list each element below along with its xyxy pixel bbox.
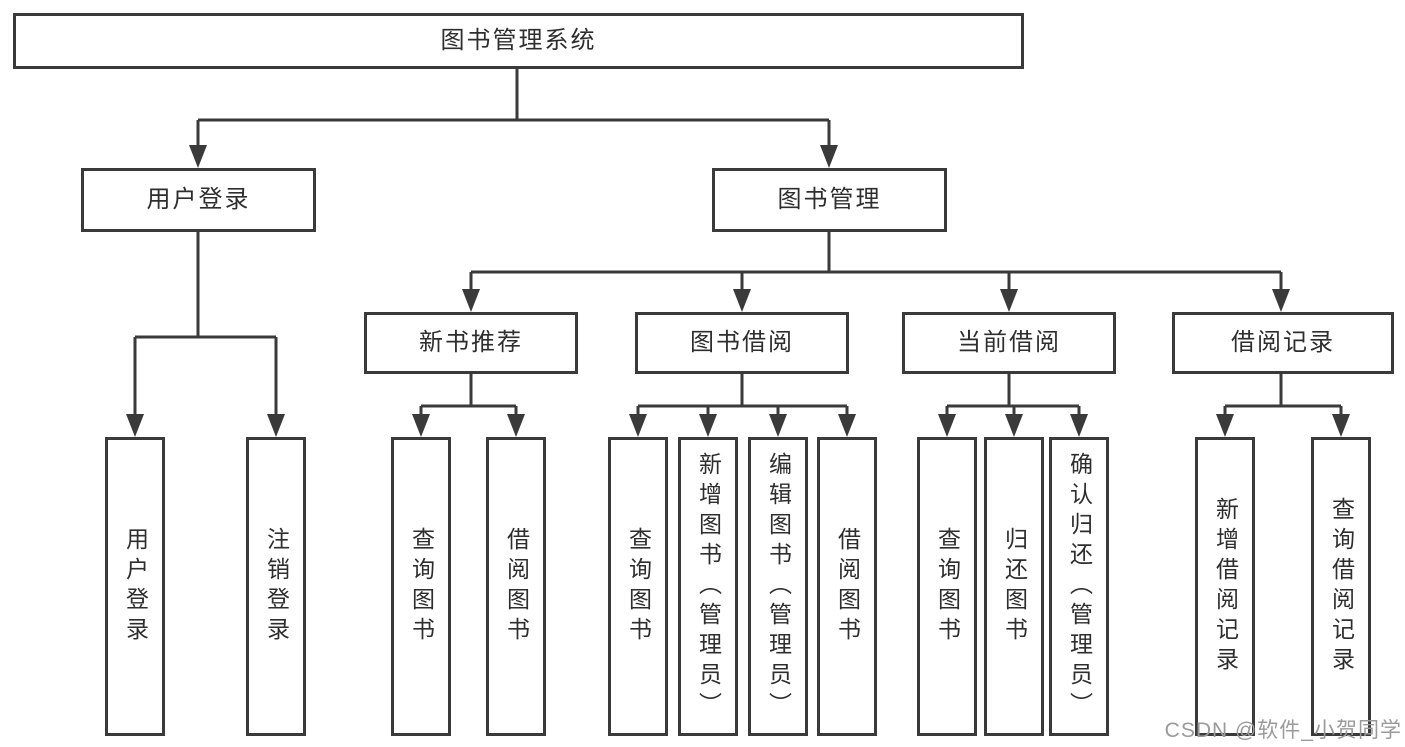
arrowhead <box>769 414 787 437</box>
node-current-borrowing: 当前借阅 <box>902 312 1116 374</box>
leaf-user-login-label: 用户登录 <box>122 526 149 647</box>
connector-book-management <box>469 232 1283 291</box>
arrowhead <box>267 414 285 437</box>
leaf-borrow-edit-admin-label: 编辑图书（管理员） <box>765 451 792 722</box>
leaf-records-add-label: 新增借阅记录 <box>1212 496 1239 677</box>
arrowhead <box>838 414 856 437</box>
connector-user-login <box>133 232 278 416</box>
arrowhead <box>189 145 207 168</box>
leaf-current-return: 归还图书 <box>984 437 1044 736</box>
leaf-current-query: 查询图书 <box>917 437 977 736</box>
arrowhead <box>462 289 480 312</box>
leaf-records-add: 新增借阅记录 <box>1195 437 1255 736</box>
leaf-records-query: 查询借阅记录 <box>1311 437 1371 736</box>
arrowhead <box>629 414 647 437</box>
arrowhead <box>699 414 717 437</box>
leaf-current-confirm-admin-label: 确认归还（管理员） <box>1066 451 1093 722</box>
leaf-logout-label: 注销登录 <box>263 526 290 647</box>
node-root-label: 图书管理系统 <box>440 27 597 54</box>
arrowhead <box>938 414 956 437</box>
node-new-book-recommendation: 新书推荐 <box>364 312 578 374</box>
leaf-borrow-query: 查询图书 <box>608 437 668 736</box>
node-root: 图书管理系统 <box>13 13 1024 69</box>
arrowhead <box>126 414 144 437</box>
leaf-borrow-edit-admin: 编辑图书（管理员） <box>748 437 808 736</box>
node-borrow-records: 借阅记录 <box>1172 312 1394 374</box>
node-new-book-recommendation-label: 新书推荐 <box>419 329 523 356</box>
arrowhead <box>1005 414 1023 437</box>
arrowhead <box>1070 414 1088 437</box>
leaf-new-books-borrow: 借阅图书 <box>486 437 546 736</box>
leaf-new-books-query-label: 查询图书 <box>408 526 435 647</box>
connector-book-borrowing <box>636 374 849 416</box>
leaf-borrow-add-admin-label: 新增图书（管理员） <box>695 451 722 722</box>
node-book-borrowing: 图书借阅 <box>635 312 849 374</box>
leaf-current-query-label: 查询图书 <box>934 526 961 647</box>
node-current-borrowing-label: 当前借阅 <box>957 329 1061 356</box>
watermark: CSDN @软件_小贺同学 <box>1164 719 1402 742</box>
arrowhead <box>1000 289 1018 312</box>
node-book-management-label: 图书管理 <box>777 186 882 213</box>
leaf-logout: 注销登录 <box>246 437 306 736</box>
leaf-borrow-query-label: 查询图书 <box>625 526 652 647</box>
leaf-borrow-book-label: 借阅图书 <box>834 526 861 647</box>
arrowhead <box>412 414 430 437</box>
leaf-current-confirm-admin: 确认归还（管理员） <box>1049 437 1109 736</box>
arrowhead <box>1272 289 1290 312</box>
arrowhead <box>733 289 751 312</box>
node-book-borrowing-label: 图书借阅 <box>690 329 794 356</box>
leaf-user-login: 用户登录 <box>105 437 165 736</box>
arrowhead <box>507 414 525 437</box>
leaf-new-books-borrow-label: 借阅图书 <box>503 526 530 647</box>
arrowhead <box>820 145 838 168</box>
connector-new-books <box>419 374 518 416</box>
arrowhead <box>1216 414 1234 437</box>
node-borrow-records-label: 借阅记录 <box>1231 329 1335 356</box>
connector-root <box>196 69 831 147</box>
arrowhead <box>1332 414 1350 437</box>
leaf-new-books-query: 查询图书 <box>391 437 451 736</box>
leaf-borrow-book: 借阅图书 <box>817 437 877 736</box>
node-book-management: 图书管理 <box>712 168 947 232</box>
leaf-records-query-label: 查询借阅记录 <box>1328 496 1355 677</box>
leaf-current-return-label: 归还图书 <box>1001 526 1028 647</box>
connector-current-borrowing <box>945 374 1081 416</box>
node-user-login-label: 用户登录 <box>146 186 251 213</box>
connector-borrow-records <box>1223 374 1343 416</box>
node-user-login: 用户登录 <box>81 168 316 232</box>
leaf-borrow-add-admin: 新增图书（管理员） <box>678 437 738 736</box>
